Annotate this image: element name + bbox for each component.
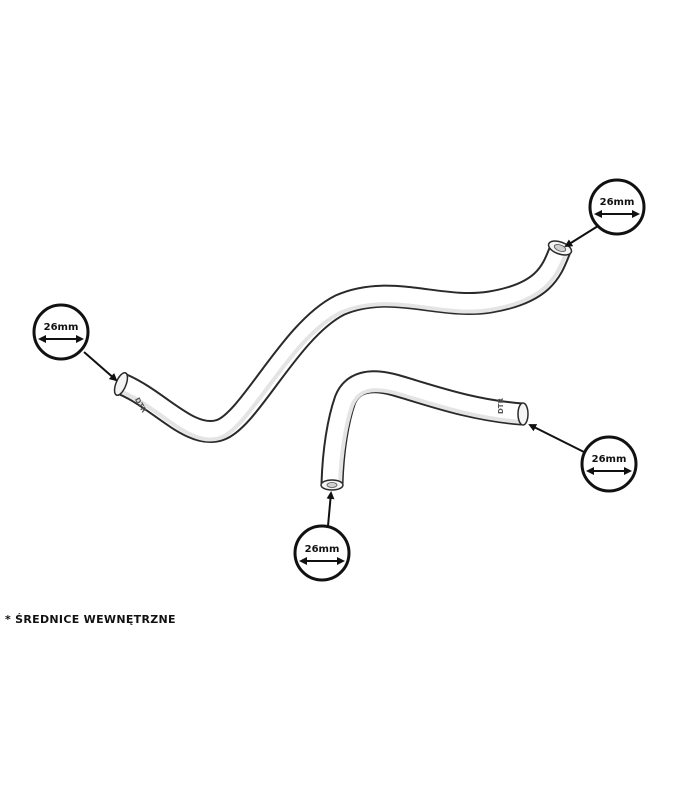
short-hose: DTR [320,370,529,491]
diameter-callout-right: 26mm [528,424,638,493]
diameter-callout-left: 26mm [32,303,118,382]
footnote-inner-diameters: * ŚREDNICE WEWNĘTRZNE [5,613,176,626]
short-hose-logo: DTR [497,397,505,414]
short-hose-right-end [517,402,529,426]
callout-label: 26mm [305,544,340,555]
long-hose-left-end [113,371,129,397]
diameter-callout-bottom: 26mm [293,491,351,582]
callout-label: 26mm [600,197,635,208]
diameter-callout-top-right: 26mm [564,178,646,248]
callout-label: 26mm [592,454,627,465]
callout-label: 26mm [44,322,79,333]
